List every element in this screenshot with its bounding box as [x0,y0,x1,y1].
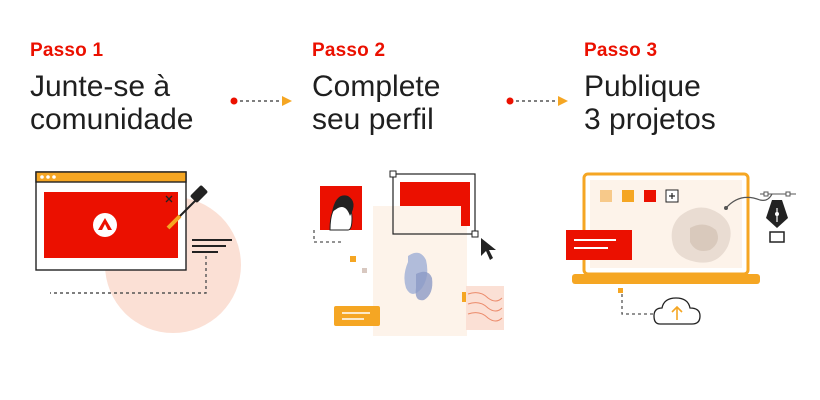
step-connector-arrow-2 [506,96,568,106]
illustration-complete-profile [313,170,504,336]
step-1-label: Passo 1 [30,40,104,61]
step-1-title: Junte-se à comunidade [30,70,193,136]
logo-badge [93,213,117,237]
step-2-title-line1: Complete [312,70,441,103]
step-3-title-line2: 3 projetos [584,103,716,136]
text-lines [192,239,232,253]
step-2: Passo 2 Complete seu perfil [312,40,440,136]
eyedropper-icon [166,185,208,230]
step-2-title-line2: seu perfil [312,103,434,136]
illustration-join-community [35,171,241,333]
step-2-label: Passo 2 [312,40,386,61]
step-1: Passo 1 Junte-se à comunidade [30,40,193,136]
step-2-title: Complete seu perfil [312,70,440,136]
cloud-upload-icon [653,297,701,325]
selection-box [392,173,476,235]
step-1-title-line1: Junte-se à [30,70,171,103]
laptop-base [572,274,760,284]
step-3-title-line1: Publique [584,70,701,103]
swatch-2 [622,190,634,202]
step-1-title-line2: comunidade [30,103,194,136]
illustration-publish-projects [566,172,796,325]
pen-nib-icon [760,191,796,243]
step-3-title: Publique 3 projetos [584,70,716,136]
step-connector-arrow-1 [230,96,292,106]
header-block-red [400,182,470,206]
swatch-3 [644,190,656,202]
comment-bubble [334,306,380,326]
plus-icon [669,193,675,199]
caption-card [566,230,632,260]
cursor-arrow-icon [481,238,496,260]
step-3: Passo 3 Publique 3 projetos [584,40,716,136]
close-icon [165,195,173,203]
swatch-1 [600,190,612,202]
step-3-label: Passo 3 [584,40,658,61]
